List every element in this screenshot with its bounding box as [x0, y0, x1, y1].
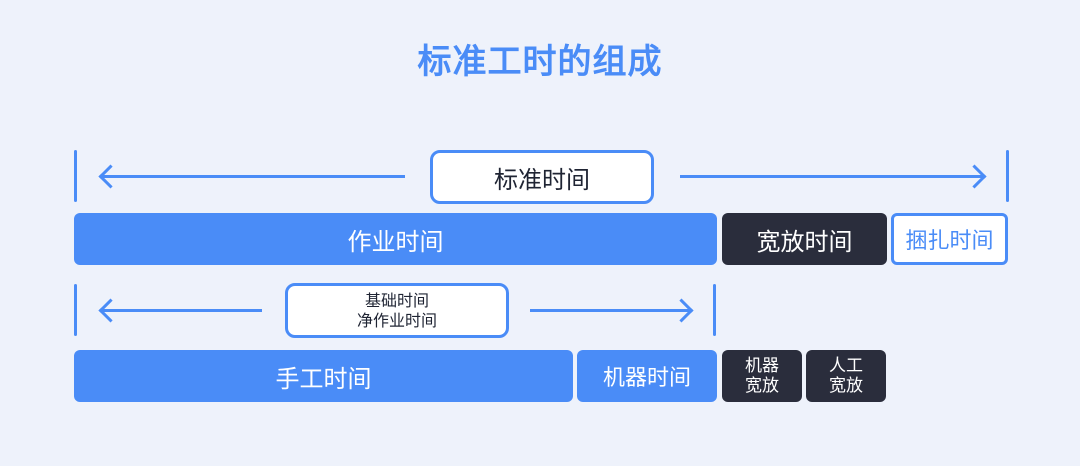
standard-time-left-boundary: [74, 150, 77, 202]
standard-time-right-boundary: [1006, 150, 1009, 202]
machine-allowance-label-line2: 宽放: [745, 376, 779, 396]
standard-time-left-arrow-line: [100, 175, 405, 178]
machine-time-label: 机器时间: [602, 366, 691, 391]
bundling-time-label: 捆扎时间: [905, 229, 994, 254]
manual-time-bar: 手工时间: [74, 350, 573, 402]
machine-allowance-bar: 机器 宽放: [722, 350, 802, 402]
machine-time-bar: 机器时间: [577, 350, 717, 402]
machine-allowance-label-line1: 机器: [745, 355, 779, 376]
manual-allowance-bar: 人工 宽放: [806, 350, 886, 402]
basic-time-right-boundary: [713, 284, 716, 336]
basic-time-left-boundary: [74, 284, 77, 336]
manual-allowance-label-line2: 宽放: [829, 376, 863, 396]
work-time-label: 作业时间: [347, 227, 444, 256]
basic-time-left-arrow-line: [100, 309, 262, 312]
basic-time-label: 基础时间 净作业时间: [285, 283, 509, 338]
page-title: 标准工时的组成: [417, 42, 663, 82]
basic-time-label-line2: 净作业时间: [356, 310, 437, 330]
standard-time-right-arrow-line: [680, 175, 985, 178]
basic-time-right-arrow-head: [669, 298, 694, 323]
manual-time-label: 手工时间: [275, 364, 372, 393]
basic-time-right-arrow-line: [530, 309, 692, 312]
basic-time-label-line1: 基础时间: [364, 290, 429, 310]
basic-time-left-arrow-head: [98, 298, 123, 323]
manual-allowance-label-line1: 人工: [829, 355, 863, 376]
standard-time-label: 标准时间: [430, 150, 654, 204]
standard-time-left-arrow-head: [98, 164, 123, 189]
standard-time-label-text: 标准时间: [494, 165, 590, 194]
allowance-time-bar: 宽放时间: [722, 213, 887, 265]
work-time-bar: 作业时间: [74, 213, 717, 265]
bundling-time-bar: 捆扎时间: [891, 213, 1008, 265]
allowance-time-label: 宽放时间: [756, 227, 853, 256]
standard-time-right-arrow-head: [962, 164, 987, 189]
